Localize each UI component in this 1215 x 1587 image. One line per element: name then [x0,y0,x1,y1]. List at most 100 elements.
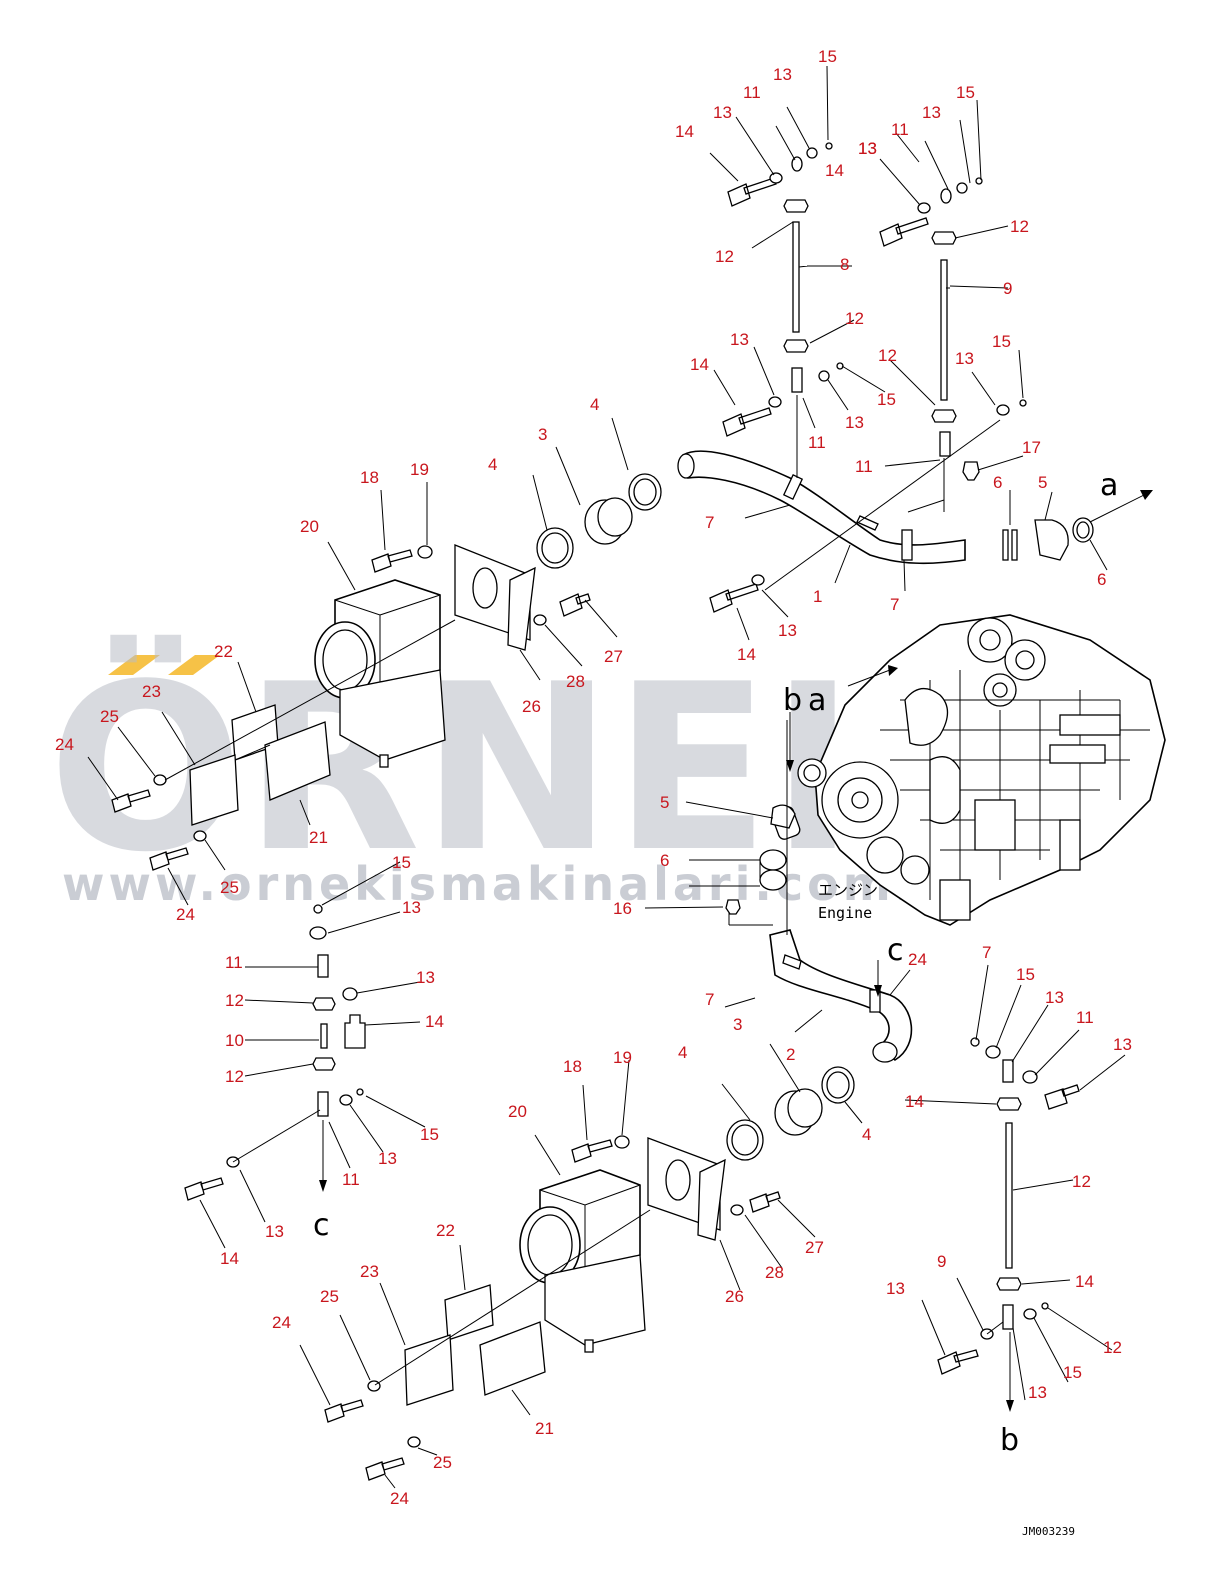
lower-pipe-assembly [324,804,913,1481]
callout-label: 6 [660,851,669,870]
engine-illustration [771,614,1166,926]
callout-label: 13 [845,413,864,432]
callout-label: 13 [1028,1383,1047,1402]
left-rod-assembly [184,904,366,1201]
callout-label: 4 [590,395,599,414]
callout-label: 26 [725,1287,744,1306]
callout-label: 19 [410,460,429,479]
callout-label: 27 [805,1238,824,1257]
callout-label: 18 [360,468,379,487]
callout-label: 1 [813,587,822,606]
callout-label: 12 [1010,217,1029,236]
callout-label: 13 [922,103,941,122]
right-rod-assembly [937,1037,1080,1412]
callout-label: 21 [309,828,328,847]
callout-label: 5 [1038,473,1047,492]
callout-label: 25 [320,1287,339,1306]
callout-label: 13 [1045,988,1064,1007]
callout-label: 9 [1003,279,1012,298]
callout-label: 21 [535,1419,554,1438]
callout-label: 11 [743,83,761,102]
callout-label: 24 [908,950,927,969]
callout-label: 12 [225,1067,244,1086]
callout-label: 14 [905,1092,924,1111]
callout-label: 5 [660,793,669,812]
callout-label: 16 [613,899,632,918]
callout-label: 14 [675,122,694,141]
view-letter-a-engine: a [808,683,826,718]
callout-label: 7 [705,990,714,1009]
callout-label: 6 [993,473,1002,492]
drawing-code: JM003239 [1022,1525,1075,1538]
callout-label: 4 [488,455,497,474]
callout-label: 24 [176,905,195,924]
callout-label: 14 [425,1012,444,1031]
callout-label: 2 [786,1045,795,1064]
callout-label: 12 [1103,1338,1122,1357]
callout-label: 15 [1063,1363,1082,1382]
upper-pipe-assembly [111,142,1094,871]
callout-label: 24 [390,1489,409,1508]
callout-label: 11 [342,1170,360,1189]
callout-label: 8 [840,255,849,274]
callout-label: 14 [825,161,844,180]
callout-label: 26 [522,697,541,716]
callout-label: 15 [420,1125,439,1144]
reference-lines [164,395,1004,1386]
engine-label-jp: エンジン [818,881,878,899]
callout-label: 13 [1113,1035,1132,1054]
callout-label: 15 [1016,965,1035,984]
watermark-accent-mark [108,655,160,675]
callout-label: 28 [566,672,585,691]
view-letter-c-engine: c [887,933,904,968]
callout-label: 11 [808,433,826,452]
callout-label: 13 [773,65,792,84]
callout-labels: 15 13 11 13 14 14 13 12 11 13 15 13 12 8… [55,47,1132,1508]
engine-label-en: Engine [818,904,872,922]
callout-label: 17 [1022,438,1041,457]
callout-label: 7 [890,595,899,614]
callout-label: 7 [982,943,991,962]
callout-label: 23 [360,1262,379,1281]
callout-label: 20 [300,517,319,536]
callout-label: 13 [778,621,797,640]
callout-label: 25 [433,1453,452,1472]
callout-label: 18 [563,1057,582,1076]
callout-label: 4 [678,1043,687,1062]
watermark-accent-mark [168,655,220,675]
callout-label: 22 [436,1221,455,1240]
callout-label: 11 [225,953,243,972]
callout-label: 14 [690,355,709,374]
callout-label: 9 [937,1252,946,1271]
view-letter-b-engine: b [783,683,802,718]
callout-label: 3 [733,1015,742,1034]
callout-label: 22 [214,642,233,661]
callout-label: 15 [956,83,975,102]
callout-label: 19 [613,1048,632,1067]
callout-label: 6 [1097,570,1106,589]
callout-label: 13 [265,1222,284,1241]
callout-label: 11 [855,457,873,476]
callout-label: 13 [378,1149,397,1168]
callout-label: 28 [765,1263,784,1282]
watermark-url: www.ornekismakinalari.com.tr [62,857,969,911]
callout-label: 23 [142,682,161,701]
callout-label: 25 [220,878,239,897]
callout-label: 13 [730,330,749,349]
callout-label: 13 [713,103,732,122]
callout-label: 14 [220,1249,239,1268]
callout-label: 11 [891,120,909,139]
callout-label: 10 [225,1031,244,1050]
callout-label: 13 [886,1279,905,1298]
callout-label: 25 [100,707,119,726]
callout-label: 13 [955,349,974,368]
callout-label: 24 [55,735,74,754]
callout-label: 12 [715,247,734,266]
callout-label: 20 [508,1102,527,1121]
callout-label: 7 [705,513,714,532]
callout-label: 12 [845,309,864,328]
callout-label: 13 [858,139,877,158]
callout-label: 15 [877,390,896,409]
callout-label: 27 [604,647,623,666]
